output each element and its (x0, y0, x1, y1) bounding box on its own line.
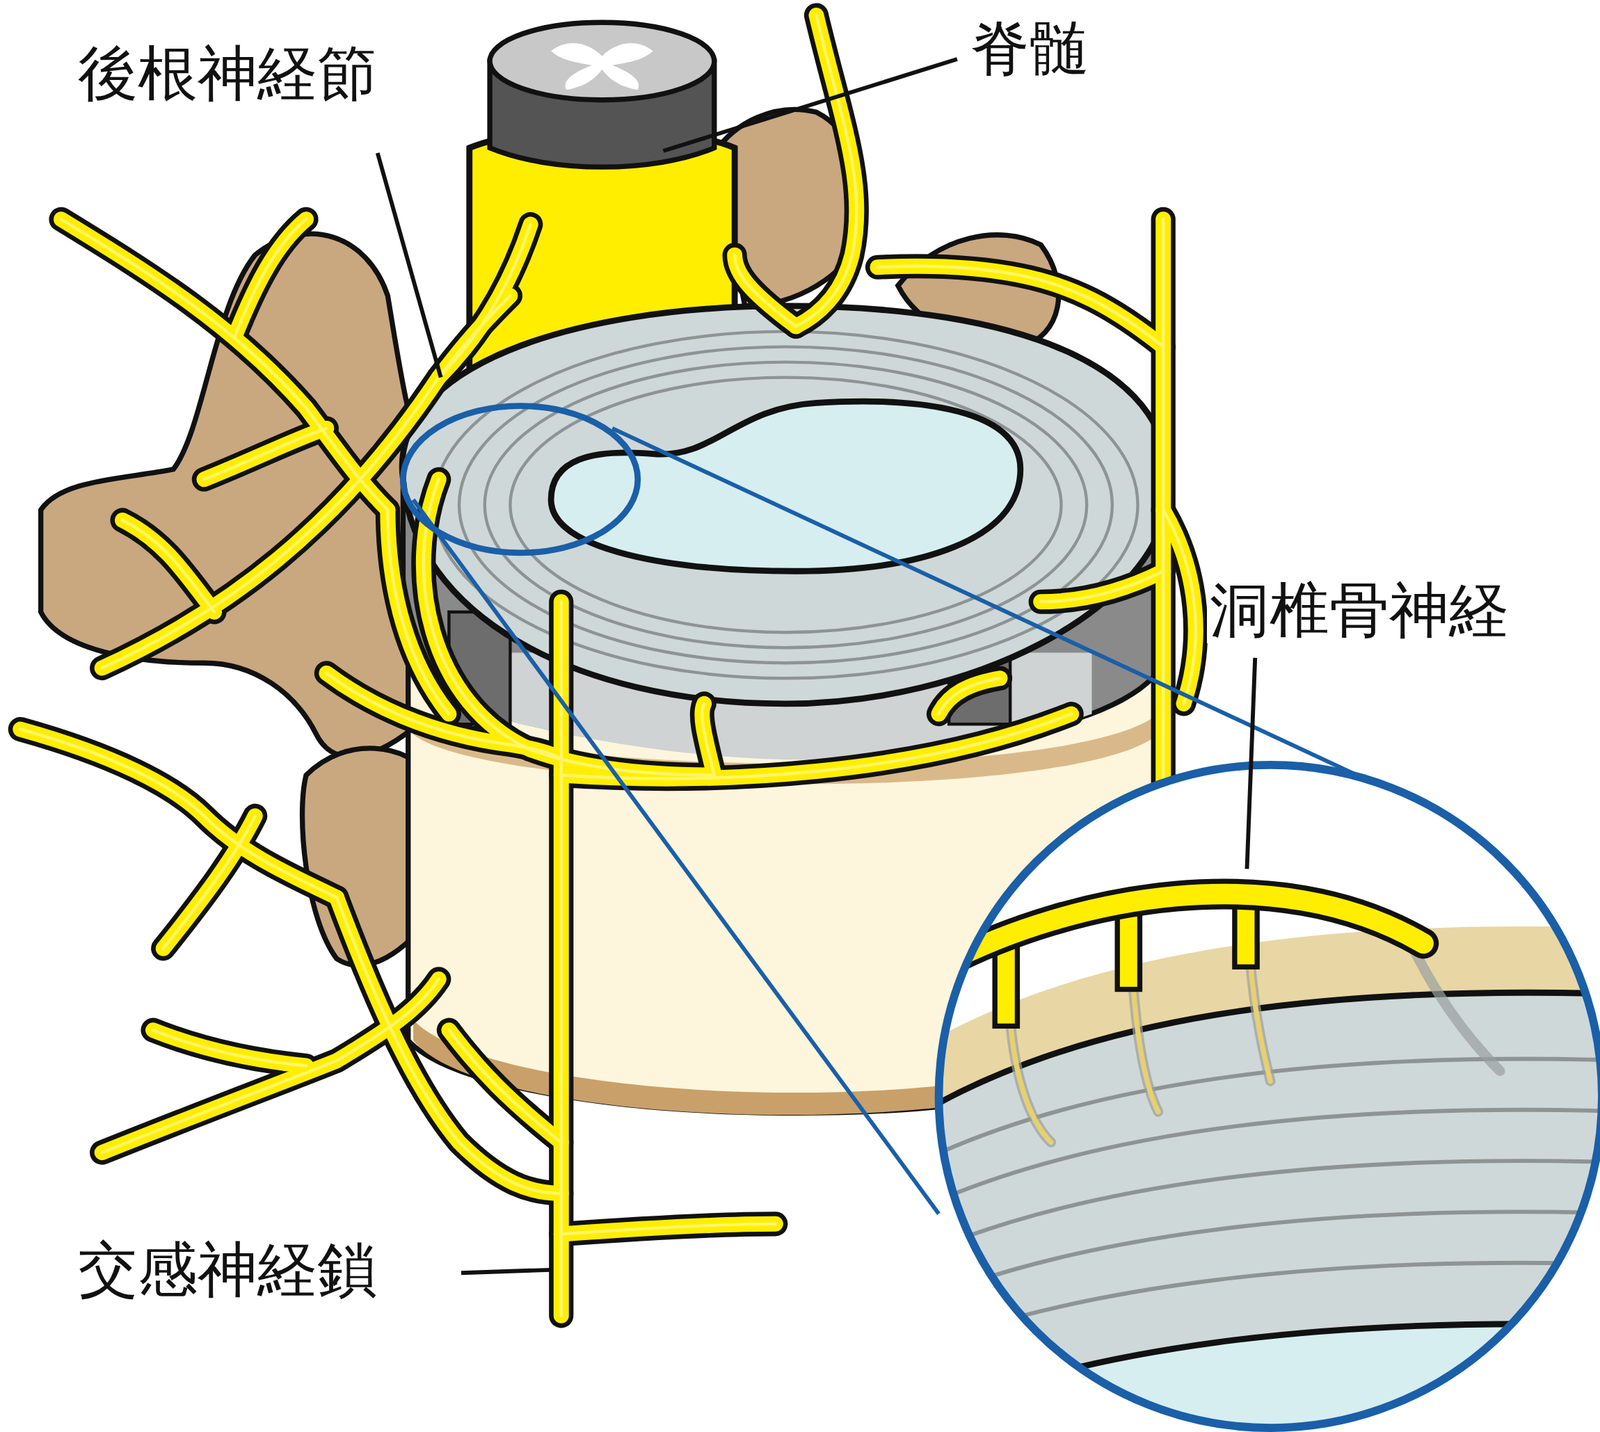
part-label: 後根神経節 (75, 40, 380, 107)
nucleus-pulposus (550, 401, 1021, 572)
leader-lines (377, 59, 1255, 1274)
part-label: 洞椎骨神経 (1206, 577, 1512, 644)
part-label: 脊髄 (966, 15, 1093, 82)
part-label: 交感神経鎖 (75, 1236, 380, 1303)
